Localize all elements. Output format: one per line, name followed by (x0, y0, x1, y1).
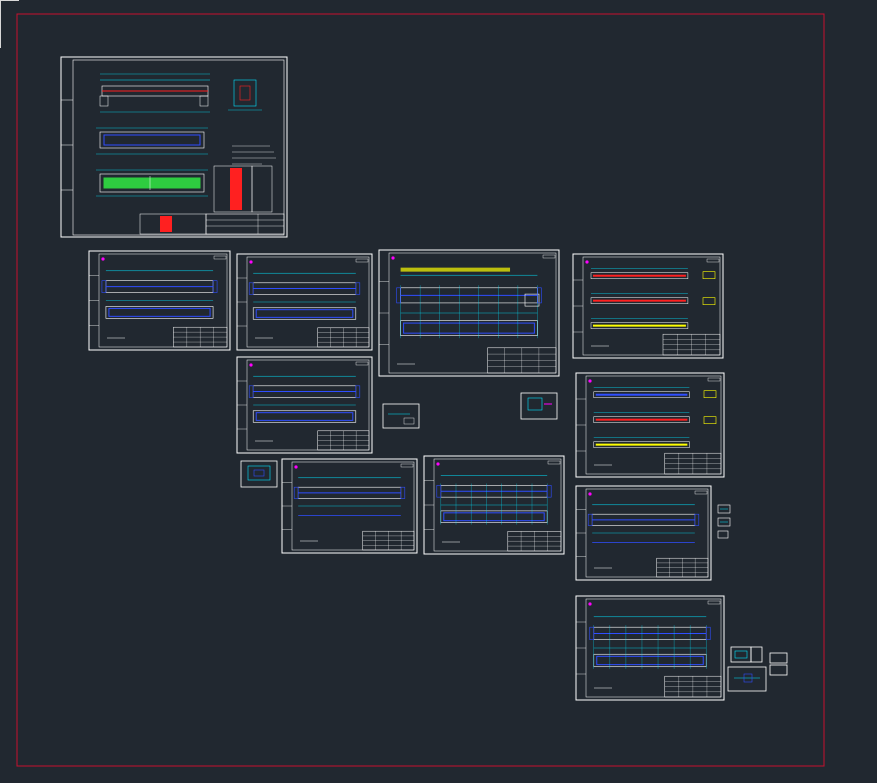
detail-block[interactable] (717, 504, 731, 539)
drawing-sheet[interactable] (281, 458, 418, 554)
drawing-sheet[interactable] (378, 249, 560, 377)
drawing-sheet[interactable] (423, 455, 565, 555)
ucs-axis-icon (0, 0, 5, 48)
detail-block[interactable] (382, 403, 420, 429)
detail-block[interactable] (240, 460, 278, 488)
drawing-sheet[interactable] (575, 372, 725, 478)
drawing-sheet[interactable] (575, 485, 712, 581)
detail-block[interactable] (727, 646, 788, 692)
drawing-sheet[interactable] (88, 250, 231, 351)
drawing-sheet[interactable] (572, 253, 724, 359)
drawing-sheet[interactable] (60, 56, 288, 238)
drawing-sheet[interactable] (575, 595, 725, 701)
drawing-sheet[interactable] (236, 356, 373, 454)
detail-block[interactable] (520, 392, 558, 420)
drawing-boundary (16, 13, 825, 767)
drawing-sheet[interactable] (236, 253, 373, 351)
